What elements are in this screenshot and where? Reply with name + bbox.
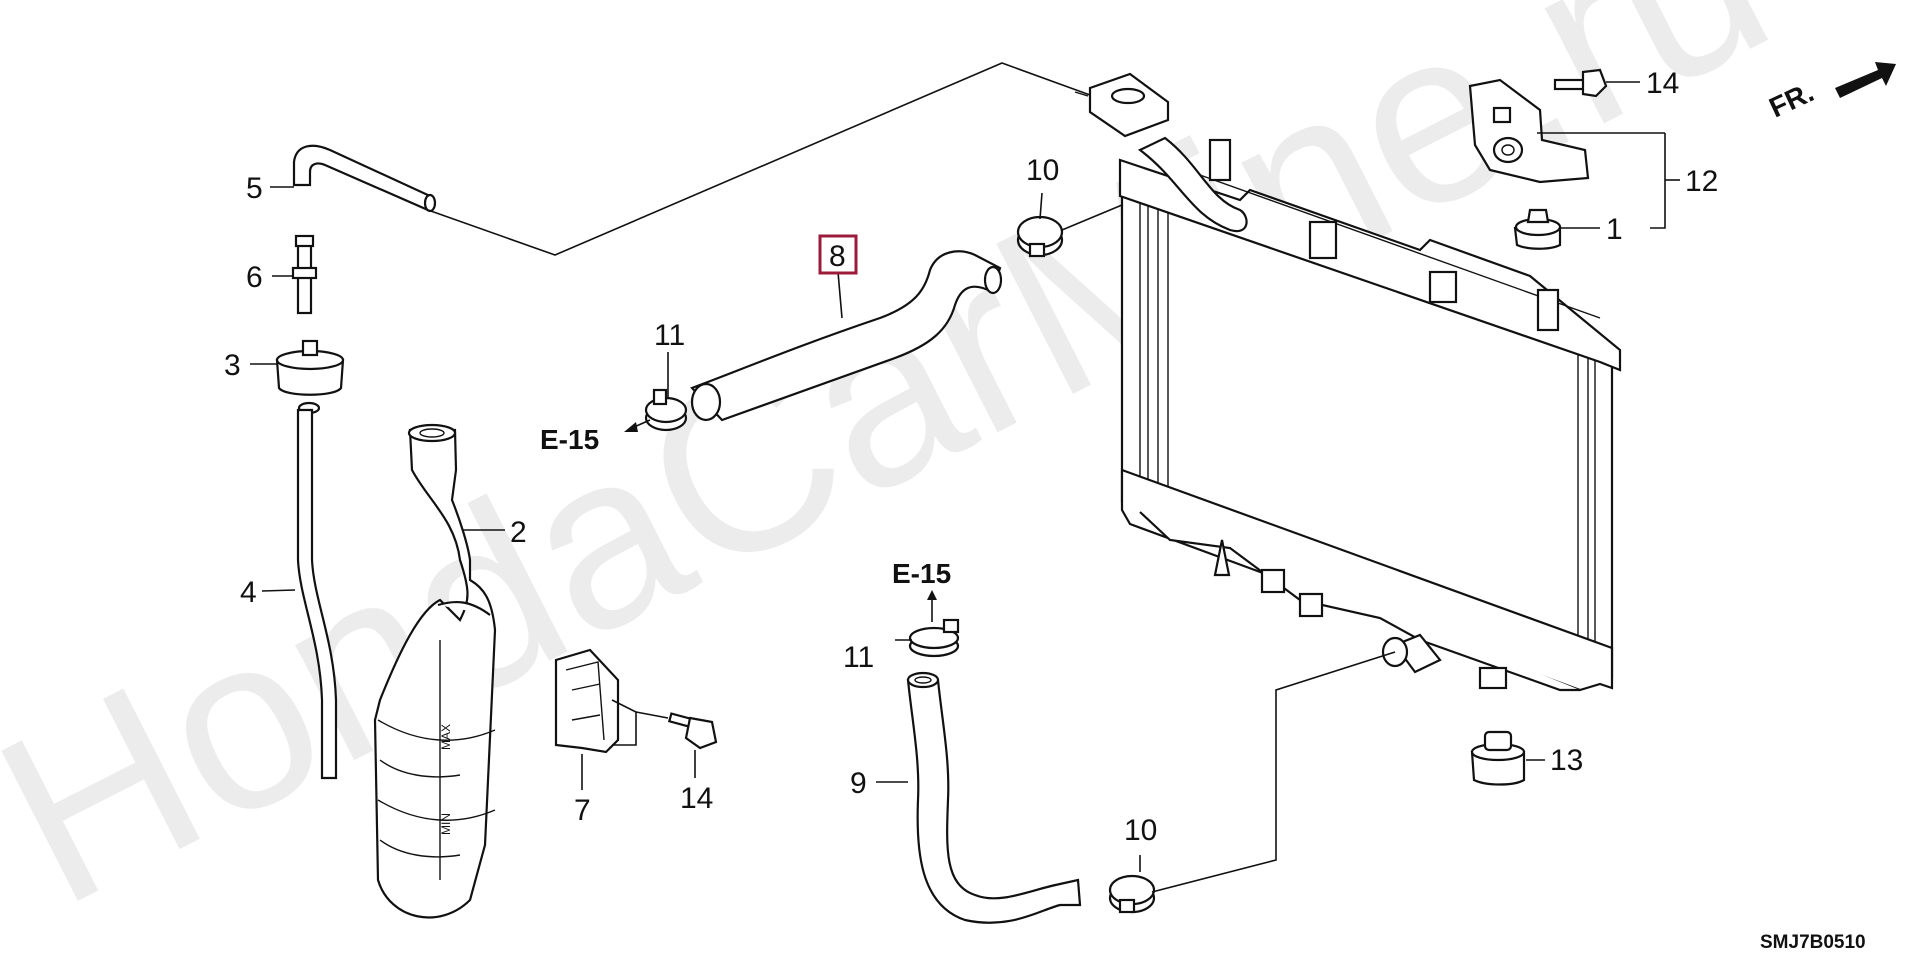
leader-lines [250,62,1680,893]
radiator[interactable] [1118,136,1622,692]
clamp-11-upper[interactable] [644,388,688,432]
callout-11-upper[interactable]: 11 [654,319,685,352]
clamp-10-lower[interactable] [1108,874,1156,914]
radiator-cap[interactable] [1074,72,1170,138]
clamp-10-upper[interactable] [1016,215,1064,258]
bolt-14-lower[interactable] [667,712,718,750]
callout-14-upper[interactable]: 14 [1646,67,1679,100]
upper-tank-fitting [1208,138,1232,182]
callout-2[interactable]: 2 [510,516,527,549]
callout-3[interactable]: 3 [224,349,241,382]
callout-5[interactable]: 5 [246,172,263,205]
reference-arrows [624,419,937,622]
reference-e15-upper[interactable]: E-15 [540,424,599,455]
tank-max-mark: MAX [439,724,453,750]
joint-6[interactable] [291,234,318,315]
callout-11-lower[interactable]: 11 [843,641,874,674]
reserve-cap-3[interactable] [275,339,345,415]
highlight-box-8 [818,234,858,275]
reserve-tank-2[interactable]: MAX MIN [373,423,497,919]
callout-14-lower[interactable]: 14 [680,782,713,815]
callout-10-lower[interactable]: 10 [1124,814,1157,847]
callout-6[interactable]: 6 [246,261,263,294]
clamp-11-lower[interactable] [908,618,960,658]
upper-radiator-hose-8[interactable] [690,250,1003,422]
callout-1[interactable]: 1 [1606,213,1623,246]
callout-8[interactable]: 8 [829,240,846,273]
overflow-tube-5[interactable] [292,144,437,213]
callout-labels: 5 6 3 4 2 10 11 11 9 10 12 1 14 13 7 14 … [224,67,1866,953]
mount-bracket-12[interactable] [1468,78,1590,184]
mount-cushion-13[interactable] [1470,730,1526,786]
bolt-14-upper[interactable] [1553,68,1608,98]
callout-13[interactable]: 13 [1550,744,1583,777]
mount-cushion-1[interactable] [1513,208,1562,250]
diagram-code: SMJ7B0510 [1760,932,1866,953]
callout-12[interactable]: 12 [1685,165,1718,198]
callout-9[interactable]: 9 [850,767,867,800]
callout-4[interactable]: 4 [240,576,257,609]
callout-7[interactable]: 7 [574,794,591,827]
lower-radiator-hose-9[interactable] [906,671,1082,924]
tube-4[interactable] [296,408,338,780]
tank-min-mark: MIN [439,813,453,835]
reference-e15-lower[interactable]: E-15 [892,558,951,589]
callout-10-upper[interactable]: 10 [1026,154,1059,187]
bracket-7[interactable] [554,648,620,754]
